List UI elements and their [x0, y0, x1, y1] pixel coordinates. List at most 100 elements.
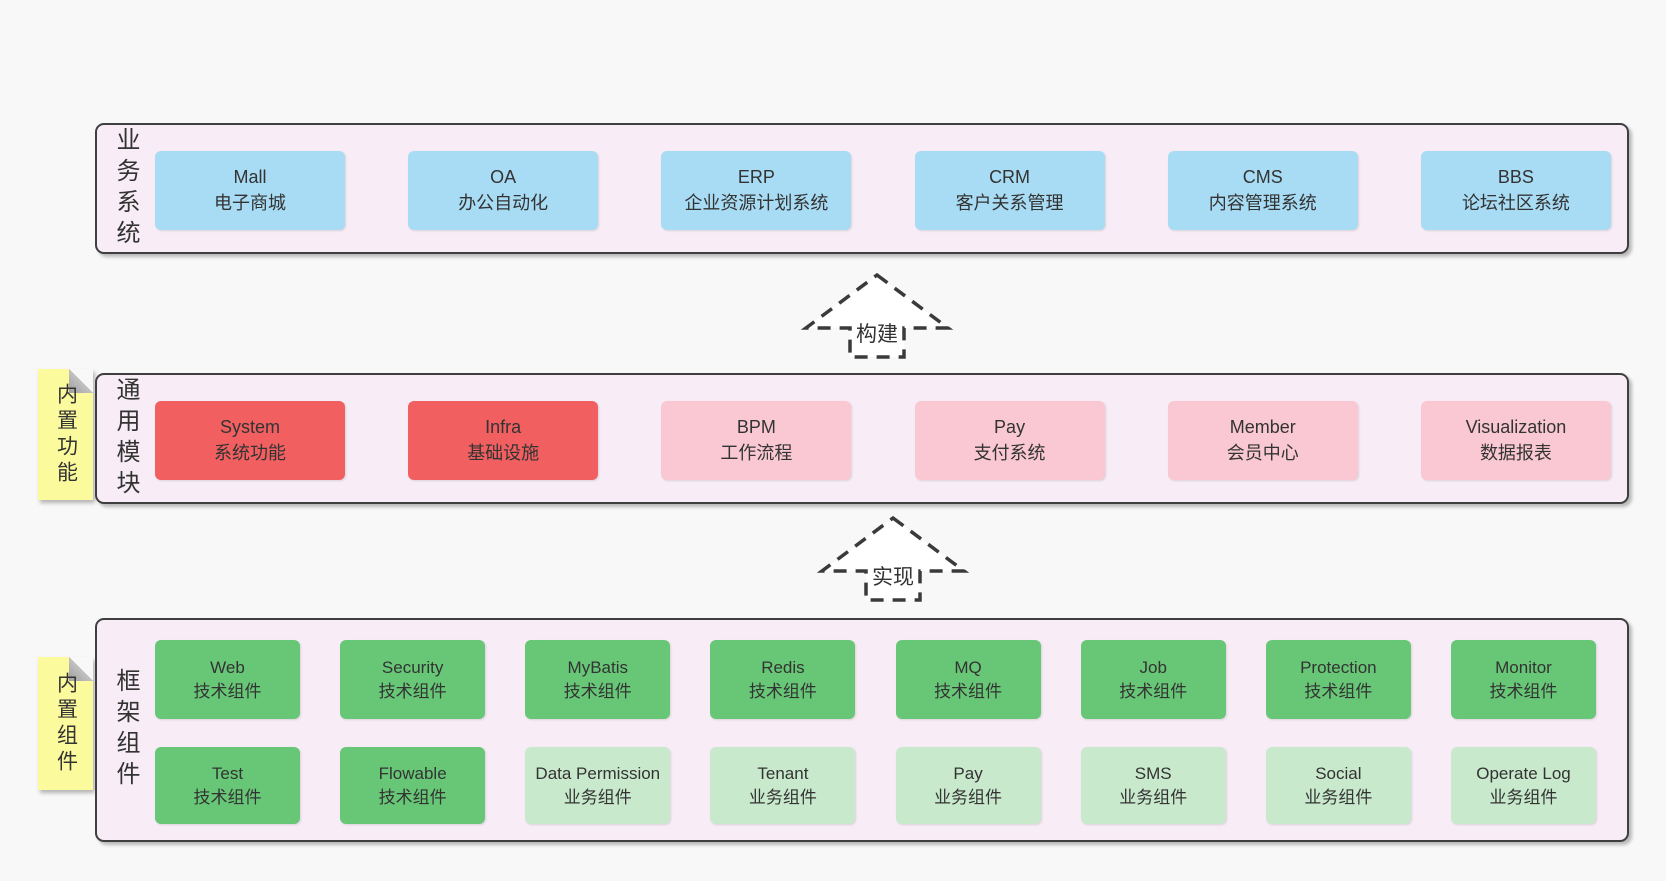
box-oa: OA 办公自动化 — [408, 151, 599, 230]
dashed-arrow-up-build: 构建 — [800, 272, 954, 359]
box-title: SMS — [1134, 764, 1172, 784]
arrow-label: 构建 — [856, 323, 898, 346]
box-job: Job 技术组件 — [1080, 640, 1226, 719]
sticky-note-builtin-features: 内置功能 — [38, 369, 93, 500]
arrow-shape — [800, 272, 954, 359]
box-subtitle: 工作流程 — [720, 442, 793, 463]
box-security: Security 技术组件 — [340, 640, 486, 719]
box-subtitle: 业务组件 — [563, 787, 632, 807]
panel-framework-components: 框架组件 Web 技术组件 Security 技术组件 MyBatis 技术组件… — [95, 618, 1629, 842]
box-mall: Mall 电子商城 — [155, 151, 345, 230]
box-title: Social — [1315, 764, 1362, 784]
box-title: BPM — [736, 417, 776, 438]
panel-label-framework-components: 框架组件 — [112, 668, 139, 792]
box-subtitle: 内容管理系统 — [1208, 192, 1317, 213]
box-subtitle: 办公自动化 — [458, 192, 549, 213]
sticky-note-builtin-components: 内置组件 — [38, 657, 93, 790]
box-title: MyBatis — [567, 658, 629, 678]
box-protection: Protection 技术组件 — [1265, 640, 1411, 719]
box-subtitle: 业务组件 — [1489, 787, 1558, 807]
box-title: Pay — [953, 764, 983, 784]
box-crm: CRM 客户关系管理 — [914, 151, 1105, 230]
box-monitor: Monitor 技术组件 — [1450, 640, 1596, 719]
panel-common-modules: 通用模块 System 系统功能 Infra 基础设施 BPM 工作流程 Pay… — [95, 373, 1629, 504]
folded-corner-icon — [69, 657, 93, 681]
box-pay: Pay 支付系统 — [914, 401, 1105, 480]
box-bpm: BPM 工作流程 — [661, 401, 852, 480]
box-title: Tenant — [757, 764, 809, 784]
note-label: 内置组件 — [54, 671, 78, 776]
box-subtitle: 业务组件 — [1304, 787, 1373, 807]
box-sms: SMS 业务组件 — [1080, 747, 1226, 824]
box-title: Security — [381, 658, 444, 678]
box-member: Member 会员中心 — [1167, 401, 1358, 480]
panel-business-systems: 业务系统 Mall 电子商城 OA 办公自动化 ERP 企业资源计划系统 CRM… — [95, 123, 1629, 254]
box-title: Web — [210, 658, 245, 678]
component-box-row-2: Test 技术组件 Flowable 技术组件 Data Permission … — [155, 747, 1596, 824]
box-subtitle: 技术组件 — [1119, 681, 1188, 701]
box-title: CRM — [989, 167, 1031, 188]
box-flowable: Flowable 技术组件 — [340, 747, 486, 824]
box-title: Visualization — [1465, 417, 1567, 438]
box-subtitle: 支付系统 — [973, 442, 1046, 463]
box-test: Test 技术组件 — [155, 747, 300, 824]
box-operate-log: Operate Log 业务组件 — [1450, 747, 1596, 824]
box-infra: Infra 基础设施 — [408, 401, 599, 480]
box-cms: CMS 内容管理系统 — [1167, 151, 1358, 230]
box-tenant: Tenant 业务组件 — [710, 747, 856, 824]
note-label: 内置功能 — [54, 382, 78, 487]
arrow-shape — [816, 515, 970, 602]
box-subtitle: 技术组件 — [193, 681, 262, 701]
box-subtitle: 系统功能 — [214, 442, 286, 463]
box-title: Member — [1229, 417, 1296, 438]
panel-label-business-systems: 业务系统 — [112, 126, 139, 251]
box-title: Redis — [761, 658, 805, 678]
box-subtitle: 技术组件 — [378, 681, 447, 701]
folded-corner-icon — [69, 369, 93, 393]
box-subtitle: 业务组件 — [748, 787, 817, 807]
box-title: Job — [1139, 658, 1167, 678]
box-subtitle: 电子商城 — [214, 192, 286, 213]
box-title: MQ — [954, 658, 982, 678]
box-title: CMS — [1242, 167, 1283, 188]
box-subtitle: 技术组件 — [1304, 681, 1373, 701]
box-web: Web 技术组件 — [155, 640, 300, 719]
box-erp: ERP 企业资源计划系统 — [661, 151, 852, 230]
box-title: Mall — [233, 167, 267, 188]
panel-label-common-modules: 通用模块 — [112, 376, 139, 501]
business-box-row: Mall 电子商城 OA 办公自动化 ERP 企业资源计划系统 CRM 客户关系… — [155, 151, 1611, 230]
box-title: Operate Log — [1476, 764, 1571, 784]
box-pay-component: Pay 业务组件 — [895, 747, 1041, 824]
box-title: Monitor — [1495, 658, 1552, 678]
box-mq: MQ 技术组件 — [895, 640, 1041, 719]
dashed-arrow-up-implement: 实现 — [816, 515, 970, 602]
box-subtitle: 业务组件 — [934, 787, 1003, 807]
box-subtitle: 数据报表 — [1479, 442, 1552, 463]
box-subtitle: 技术组件 — [378, 787, 447, 807]
component-box-row-1: Web 技术组件 Security 技术组件 MyBatis 技术组件 Redi… — [155, 640, 1596, 719]
box-data-permission: Data Permission 业务组件 — [525, 747, 671, 824]
box-visualization: Visualization 数据报表 — [1420, 401, 1611, 480]
box-bbs: BBS 论坛社区系统 — [1420, 151, 1611, 230]
box-subtitle: 技术组件 — [193, 787, 262, 807]
box-title: Pay — [994, 417, 1026, 438]
box-social: Social 业务组件 — [1265, 747, 1411, 824]
box-system: System 系统功能 — [155, 401, 345, 480]
box-subtitle: 会员中心 — [1226, 442, 1299, 463]
box-subtitle: 业务组件 — [1119, 787, 1188, 807]
box-subtitle: 论坛社区系统 — [1461, 192, 1570, 213]
box-subtitle: 基础设施 — [467, 442, 540, 463]
box-subtitle: 客户关系管理 — [955, 192, 1064, 213]
box-redis: Redis 技术组件 — [710, 640, 856, 719]
box-mybatis: MyBatis 技术组件 — [525, 640, 671, 719]
box-title: ERP — [737, 167, 775, 188]
box-subtitle: 技术组件 — [748, 681, 817, 701]
box-subtitle: 技术组件 — [1489, 681, 1558, 701]
box-title: System — [219, 417, 280, 438]
arrow-label: 实现 — [872, 566, 914, 589]
box-title: Data Permission — [535, 764, 661, 784]
box-title: BBS — [1497, 167, 1534, 188]
box-subtitle: 企业资源计划系统 — [684, 192, 829, 213]
box-title: Protection — [1300, 658, 1377, 678]
